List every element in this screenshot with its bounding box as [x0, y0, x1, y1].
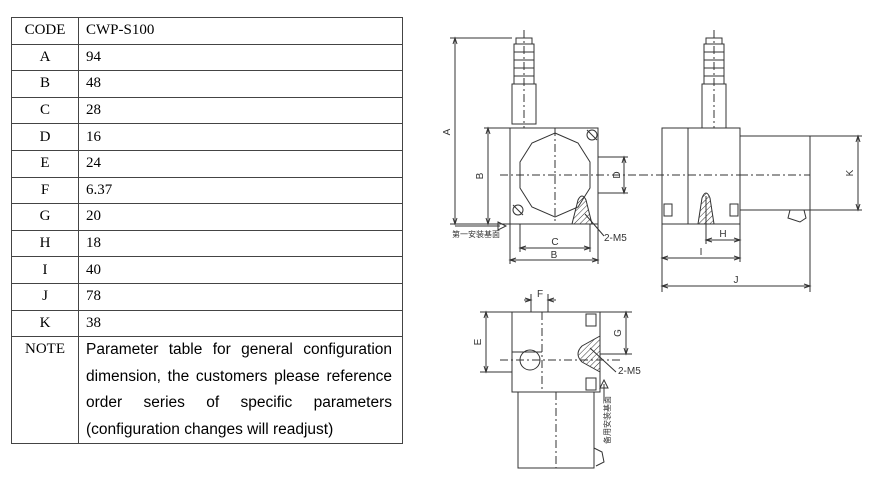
note-code: NOTE: [11, 336, 79, 445]
row-value: 6.37: [78, 176, 403, 205]
label-thread-bottom: 2-M5: [618, 366, 641, 377]
row-value: 38: [78, 309, 403, 338]
note-row: NOTE Parameter table for general configu…: [11, 336, 403, 445]
label-C: C: [551, 237, 558, 248]
label-D: D: [612, 171, 623, 178]
label-mount-primary: 第一安装基面: [452, 229, 500, 239]
label-J: J: [734, 275, 739, 286]
label-I: I: [700, 247, 703, 258]
label-mount-secondary: 备用安装基面: [602, 396, 612, 444]
header-code: CODE: [11, 17, 79, 45]
front-view: [450, 30, 640, 264]
label-E: E: [473, 338, 484, 345]
bottom-view: [480, 294, 632, 469]
row-code: E: [11, 149, 79, 178]
note-last-line: (configuration changes will readjust): [86, 420, 334, 438]
label-F: F: [537, 289, 543, 300]
side-view: [640, 30, 862, 292]
table-header-row: CODE CWP-S100: [11, 17, 403, 45]
label-B-horizontal: B: [551, 250, 558, 261]
row-code: C: [11, 96, 79, 125]
row-value: 48: [78, 70, 403, 98]
row-value: 20: [78, 203, 403, 231]
label-B-vertical: B: [475, 172, 486, 179]
label-A: A: [442, 128, 453, 135]
header-value: CWP-S100: [78, 17, 403, 45]
note-text-cell: Parameter table for general configuratio…: [78, 336, 403, 445]
label-H: H: [719, 229, 726, 240]
label-K: K: [845, 169, 856, 176]
row-code: B: [11, 70, 79, 98]
note-text: Parameter table for general configuratio…: [86, 341, 392, 412]
label-G: G: [613, 329, 624, 337]
label-thread-top: 2-M5: [604, 233, 627, 244]
